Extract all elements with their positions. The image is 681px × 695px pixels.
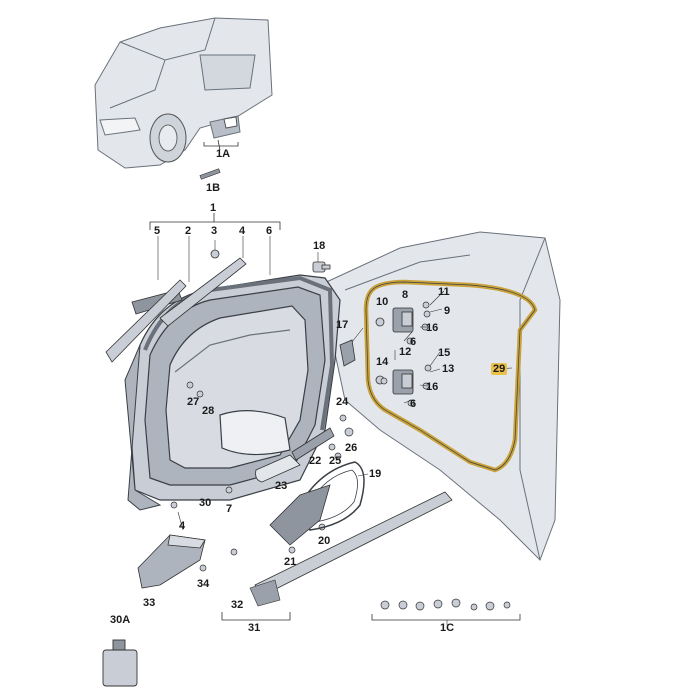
- label-6-top: 6: [266, 225, 273, 237]
- label-26: 26: [345, 442, 358, 454]
- label-9: 9: [444, 305, 451, 317]
- label-2: 2: [185, 225, 192, 237]
- label-22: 22: [309, 455, 322, 467]
- car-overview-illustration: [94, 17, 273, 169]
- label-30: 30: [199, 497, 212, 509]
- label-20: 20: [318, 535, 331, 547]
- label-11: 11: [438, 286, 450, 298]
- label-27: 27: [187, 396, 200, 408]
- label-29-highlighted: 29: [491, 363, 508, 375]
- label-8: 8: [402, 289, 409, 301]
- door-outer-panel: [124, 344, 162, 511]
- label-3: 3: [211, 225, 218, 237]
- bottle-30a: [102, 639, 138, 687]
- handle-carrier-22: [291, 427, 335, 461]
- fastener-set-1c: [380, 598, 511, 611]
- label-28: 28: [202, 405, 215, 417]
- exterior-handle-23: [255, 454, 301, 483]
- label-1b: 1B: [206, 182, 221, 194]
- door-seal-outline: [365, 281, 536, 471]
- bracket-33: [137, 534, 206, 589]
- label-4-top: 4: [239, 225, 246, 237]
- label-25: 25: [329, 455, 342, 467]
- sill-trim-end: [249, 579, 281, 607]
- door-check-strap: [339, 339, 356, 367]
- leader-lines: [157, 236, 513, 531]
- label-16-upper: 16: [426, 322, 439, 334]
- label-24: 24: [336, 396, 349, 408]
- label-17: 17: [336, 319, 349, 331]
- sill-trim-31: [254, 491, 453, 597]
- label-18: 18: [313, 240, 326, 252]
- label-32: 32: [231, 599, 244, 611]
- label-33: 33: [143, 597, 156, 609]
- label-19: 19: [369, 468, 382, 480]
- label-6-lower-hinge: 6: [410, 398, 417, 410]
- label-1a: 1A: [216, 148, 231, 160]
- label-6-upper-hinge: 6: [410, 336, 417, 348]
- body-side-illustration: [319, 231, 561, 561]
- label-16-lower: 16: [426, 381, 439, 393]
- label-5: 5: [154, 225, 161, 237]
- label-30a: 30A: [110, 614, 131, 626]
- label-12: 12: [399, 346, 412, 358]
- label-34: 34: [197, 578, 210, 590]
- label-10: 10: [376, 296, 389, 308]
- bracket-group-1c: [371, 614, 521, 621]
- clip-3: [210, 249, 220, 259]
- bracket-group-1: [149, 221, 281, 230]
- label-1c: 1C: [440, 622, 455, 634]
- label-31: 31: [248, 622, 261, 634]
- window-trim-2: [105, 279, 187, 363]
- label-14: 14: [376, 356, 389, 368]
- label-13: 13: [442, 363, 455, 375]
- bracket-1a: [203, 142, 239, 147]
- seal-19: [299, 461, 365, 531]
- label-23: 23: [275, 480, 288, 492]
- window-trim-4: [159, 257, 247, 327]
- handle-bracket-21: [269, 484, 331, 546]
- label-7: 7: [226, 503, 233, 515]
- part-1b-strip: [199, 168, 221, 180]
- label-4-bottom: 4: [179, 520, 186, 532]
- label-15: 15: [438, 347, 451, 359]
- leader-1a: [217, 139, 221, 151]
- door-shell: [129, 274, 341, 501]
- label-21: 21: [284, 556, 297, 568]
- part-18-striker: [312, 261, 331, 273]
- label-1: 1: [210, 202, 217, 214]
- upper-hinge: [375, 307, 414, 333]
- hinge-bolts: [380, 301, 432, 407]
- bracket-group-31: [221, 612, 291, 621]
